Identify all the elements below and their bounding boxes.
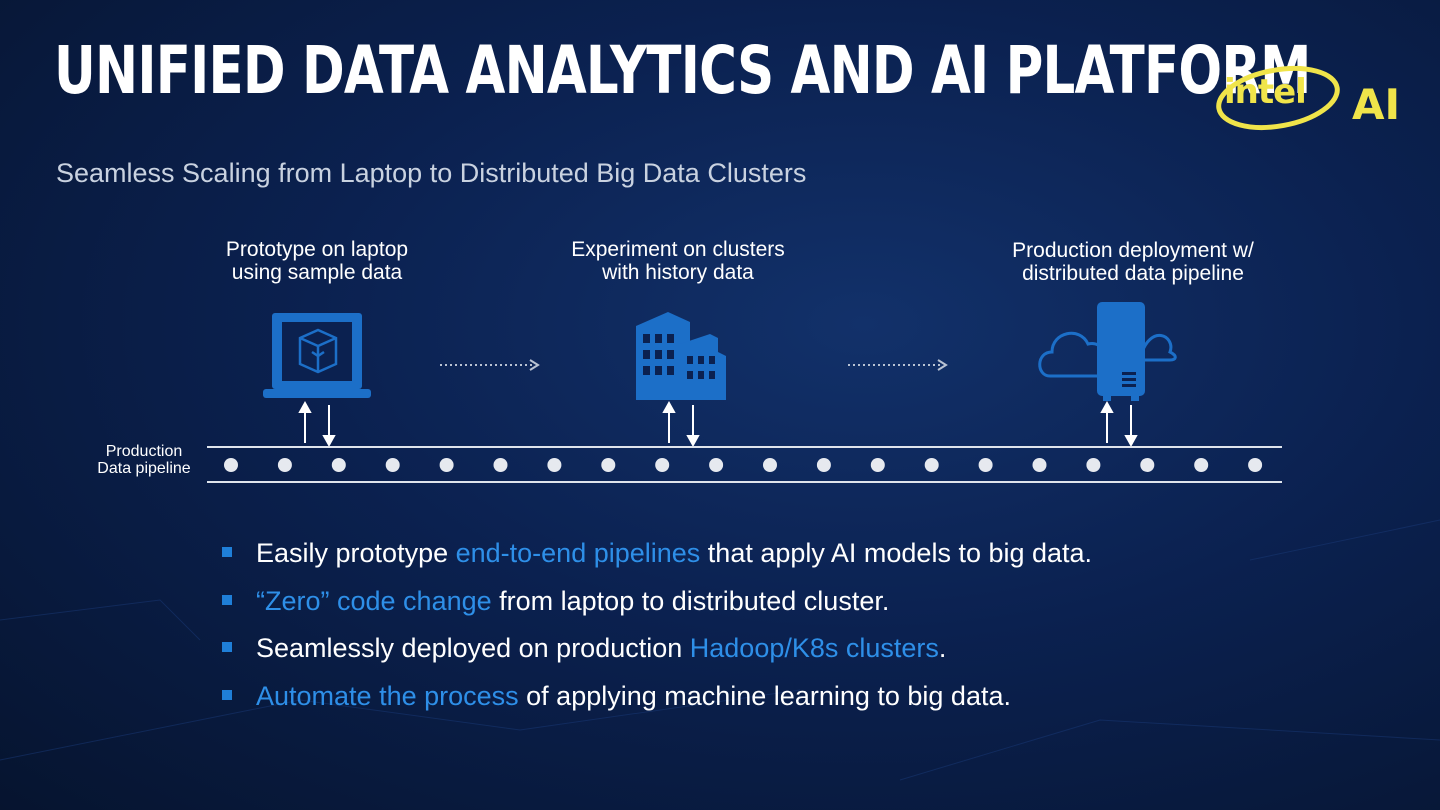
intel-ai-logo: intel AI [1214, 58, 1400, 140]
pipeline-dot [331, 458, 346, 472]
pipeline-dot [1032, 458, 1047, 472]
stage-label-production: Production deployment w/ distributed dat… [1012, 239, 1254, 285]
bullet-item: Seamlessly deployed on production Hadoop… [220, 625, 1092, 673]
bullet-item: “Zero” code change from laptop to distri… [220, 578, 1092, 626]
pipeline-dot [224, 458, 238, 472]
bullet-item: Automate the process of applying machine… [220, 673, 1092, 721]
bullet-square-icon [222, 547, 232, 557]
pipeline-dot [547, 458, 562, 472]
pipeline-dot [816, 458, 831, 472]
buildings-icon [636, 312, 726, 400]
pipeline-dot [709, 458, 724, 472]
pipeline-dot [924, 458, 939, 472]
slide-subtitle: Seamless Scaling from Laptop to Distribu… [56, 158, 807, 188]
pipeline-dots [224, 458, 1263, 472]
pipeline-rails [207, 446, 1282, 483]
bullet-square-icon [222, 594, 232, 605]
pipeline-dot [978, 458, 993, 472]
pipeline-label: Production Data pipeline [97, 443, 191, 477]
logo-brand: intel [1224, 72, 1307, 112]
cloud-server-icon [1038, 302, 1177, 401]
pipeline-dot [277, 458, 292, 472]
laptop-icon [263, 313, 371, 398]
pipeline-dot [439, 458, 454, 472]
pipeline-dot [1248, 458, 1263, 472]
pipeline-dot [1086, 458, 1101, 472]
pipeline-dot [1140, 458, 1155, 472]
pipeline-dot [1194, 458, 1209, 472]
stage-label-prototype: Prototype on laptop using sample data [225, 238, 409, 284]
intel-swoosh-icon [1216, 66, 1340, 130]
bullet-item: Easily prototype end-to-end pipelines th… [220, 530, 1092, 578]
data-flow-arrows [298, 400, 1138, 448]
bullet-square-icon [222, 689, 232, 700]
pipeline-dot [493, 458, 508, 472]
pipeline-dot [601, 458, 616, 472]
bullet-square-icon [222, 642, 232, 652]
pipeline-dot [385, 458, 400, 472]
slide-title: UNIFIED DATA ANALYTICS AND AI PLATFORM [54, 32, 1311, 109]
bullet-list: Easily prototype end-to-end pipelines th… [220, 530, 1092, 720]
pipeline-dot [763, 458, 777, 472]
logo-suffix: AI [1352, 80, 1401, 129]
pipeline-dot [870, 458, 885, 472]
stage-label-experiment: Experiment on clusters with history data [571, 238, 785, 284]
dotted-connector-arrows [440, 359, 948, 371]
pipeline-dot [655, 458, 670, 472]
